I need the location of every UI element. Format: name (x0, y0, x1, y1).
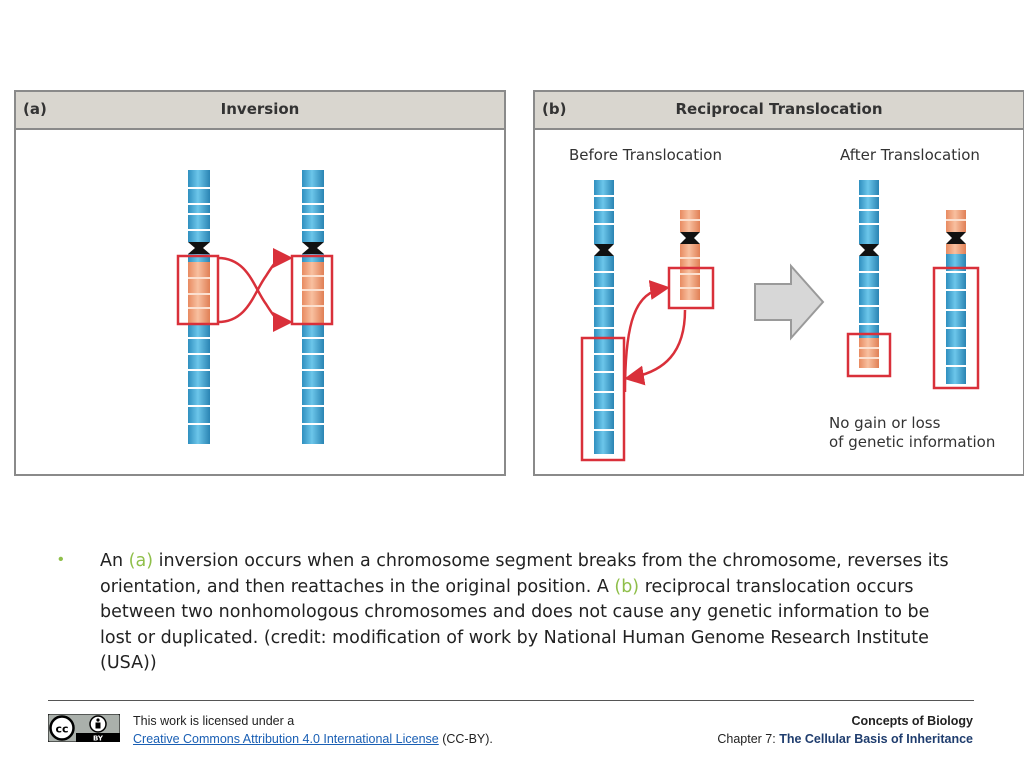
note-line-1: No gain or loss (829, 414, 941, 432)
inversion-arrows (217, 248, 293, 332)
cc-by-logo-icon: cc BY (48, 714, 120, 742)
process-arrow-icon (754, 263, 825, 341)
caption-ref-a: (a) (128, 551, 154, 571)
book-info: Concepts of Biology Chapter 7: The Cellu… (717, 712, 973, 748)
panel-reciprocal-translocation: (b) Reciprocal Translocation Before Tran… (533, 90, 1024, 476)
note-line-2: of genetic information (829, 433, 996, 451)
caption-part-2: inversion occurs when a chromosome segme… (100, 551, 949, 597)
chapter-prefix: Chapter 7: (717, 732, 780, 746)
chromosome-after-long (846, 180, 892, 378)
cc-logo-text: cc (55, 723, 68, 736)
panel-title-inversion: Inversion (220, 100, 300, 118)
chromosome-before-short (667, 210, 715, 310)
translocation-diagram (580, 180, 980, 462)
panel-letter-b: (b) (542, 100, 567, 118)
panel-letter-a: (a) (23, 100, 47, 118)
license-link[interactable]: Creative Commons Attribution 4.0 Interna… (133, 732, 439, 746)
caption-text: An (a) inversion occurs when a chromosom… (100, 549, 950, 677)
caption-ref-b: (b) (614, 576, 640, 597)
panel-title-translocation: Reciprocal Translocation (675, 100, 883, 118)
license-notice: This work is licensed under a Creative C… (133, 712, 493, 748)
chromosome-before-long (580, 180, 626, 462)
footer-divider (48, 700, 974, 701)
chromosome-inverted (290, 170, 334, 444)
license-prefix: This work is licensed under a (133, 714, 295, 728)
license-suffix: (CC-BY). (438, 732, 493, 746)
panel-header-translocation: (b) Reciprocal Translocation (535, 92, 1023, 130)
label-after-translocation: After Translocation (840, 146, 980, 164)
panel-inversion: (a) Inversion (14, 90, 506, 476)
chromosome-original (176, 170, 220, 444)
swap-arrows (623, 280, 687, 393)
by-logo-text: BY (93, 735, 104, 743)
book-title: Concepts of Biology (851, 714, 973, 728)
label-before-translocation: Before Translocation (569, 146, 722, 164)
chromosome-after-short (932, 210, 980, 390)
inversion-diagram (176, 170, 334, 444)
bullet-icon: • (58, 551, 64, 568)
caption-part-3: reciprocal translocation occurs between … (100, 576, 930, 674)
panel-header-inversion: (a) Inversion (16, 92, 504, 130)
chapter-name: The Cellular Basis of Inheritance (779, 732, 973, 746)
caption-part-1: An (100, 551, 129, 571)
